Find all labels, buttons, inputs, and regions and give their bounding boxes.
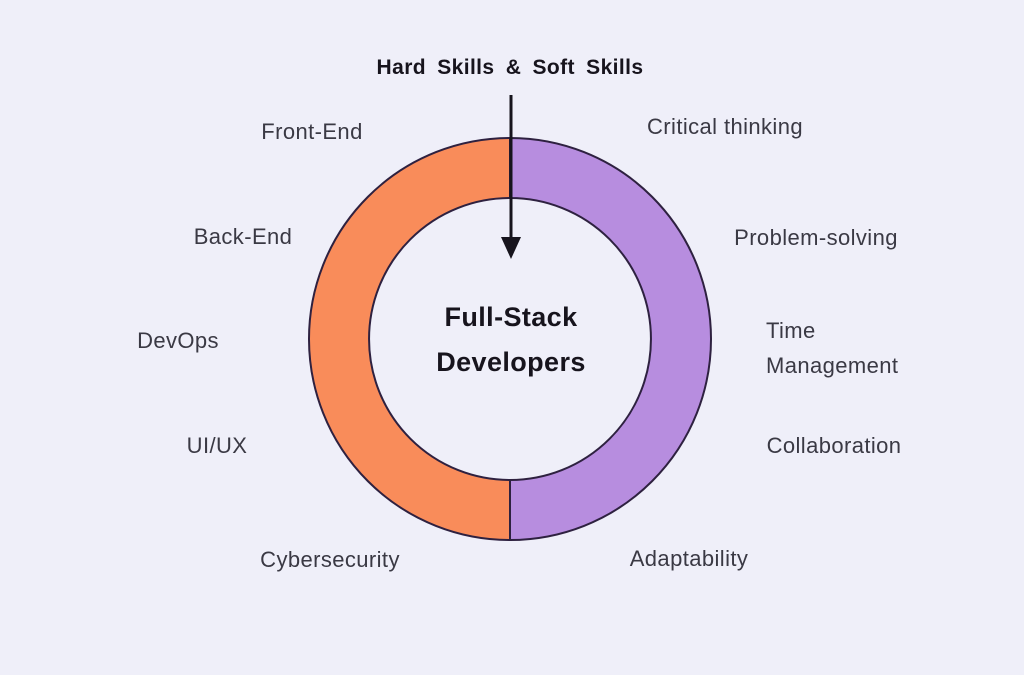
hard-skill-label-uiux: UI/UX bbox=[186, 433, 248, 458]
soft-skill-label-critical-thinking: Critical thinking bbox=[647, 114, 803, 139]
hard-skill-label-cybersecurity: Cybersecurity bbox=[260, 547, 400, 572]
diagram-title: Hard Skills & Soft Skills bbox=[376, 56, 644, 79]
hard-skill-label-front-end: Front-End bbox=[261, 119, 363, 144]
down-arrow-icon bbox=[501, 95, 521, 259]
soft-skills-ring-half bbox=[509, 137, 712, 541]
soft-skill-label-problem-solving: Problem-solving bbox=[734, 225, 898, 250]
soft-skill-label-adaptability: Adaptability bbox=[629, 546, 749, 571]
center-label: Full-Stack Developers bbox=[436, 295, 586, 385]
hard-skill-label-devops: DevOps bbox=[137, 328, 219, 353]
soft-skill-label-time-management: Time Management bbox=[766, 318, 899, 378]
center-label-line1: Full-Stack bbox=[444, 302, 578, 332]
soft-skill-label-collaboration: Collaboration bbox=[766, 433, 902, 458]
center-label-line2: Developers bbox=[436, 347, 586, 377]
hard-skill-label-back-end: Back-End bbox=[193, 224, 293, 249]
hard-skills-ring-half bbox=[308, 137, 511, 541]
